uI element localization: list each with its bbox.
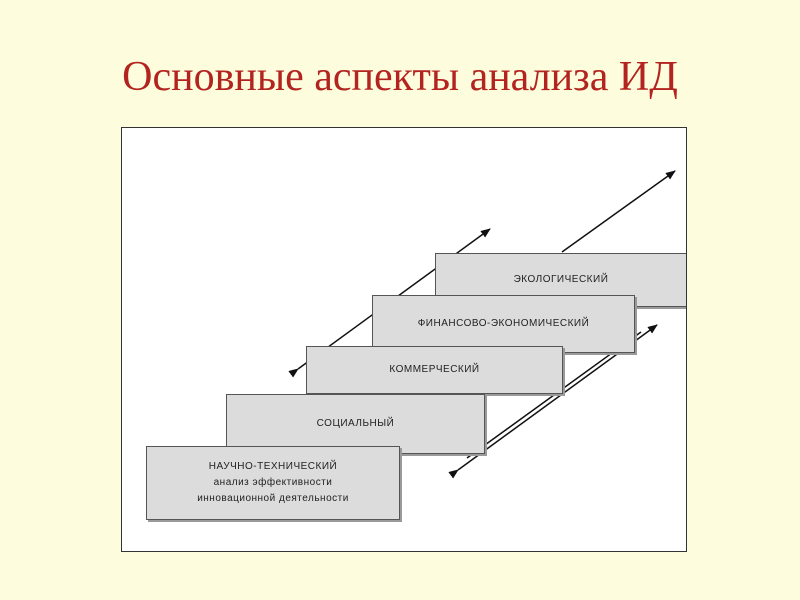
slide-title: Основные аспекты анализа ИД [122, 54, 678, 100]
line-lower-right-inner [466, 331, 642, 459]
step-scientific-technical: НАУЧНО-ТЕХНИЧЕСКИЙ анализ эффективности … [146, 446, 400, 520]
diagram-panel: ЭКОЛОГИЧЕСКИЙ ФИНАНСОВО-ЭКОНОМИЧЕСКИЙ КО… [121, 127, 687, 552]
step-commercial: КОММЕРЧЕСКИЙ [306, 346, 563, 394]
step-scientific-technical-line-1: НАУЧНО-ТЕХНИЧЕСКИЙ [208, 461, 338, 472]
step-social: СОЦИАЛЬНЫЙ [226, 394, 485, 454]
step-scientific-technical-line-3: инновационной деятельности [197, 493, 349, 504]
step-scientific-technical-line-2: анализ эффективности [213, 477, 333, 488]
arrow-top-long [561, 170, 676, 253]
step-financial-economic: ФИНАНСОВО-ЭКОНОМИЧЕСКИЙ [372, 295, 635, 353]
step-commercial-label: КОММЕРЧЕСКИЙ [389, 364, 480, 375]
step-financial-economic-label: ФИНАНСОВО-ЭКОНОМИЧЕСКИЙ [417, 318, 590, 329]
step-social-label: СОЦИАЛЬНЫЙ [316, 418, 395, 429]
step-ecological-label: ЭКОЛОГИЧЕСКИЙ [513, 274, 609, 285]
